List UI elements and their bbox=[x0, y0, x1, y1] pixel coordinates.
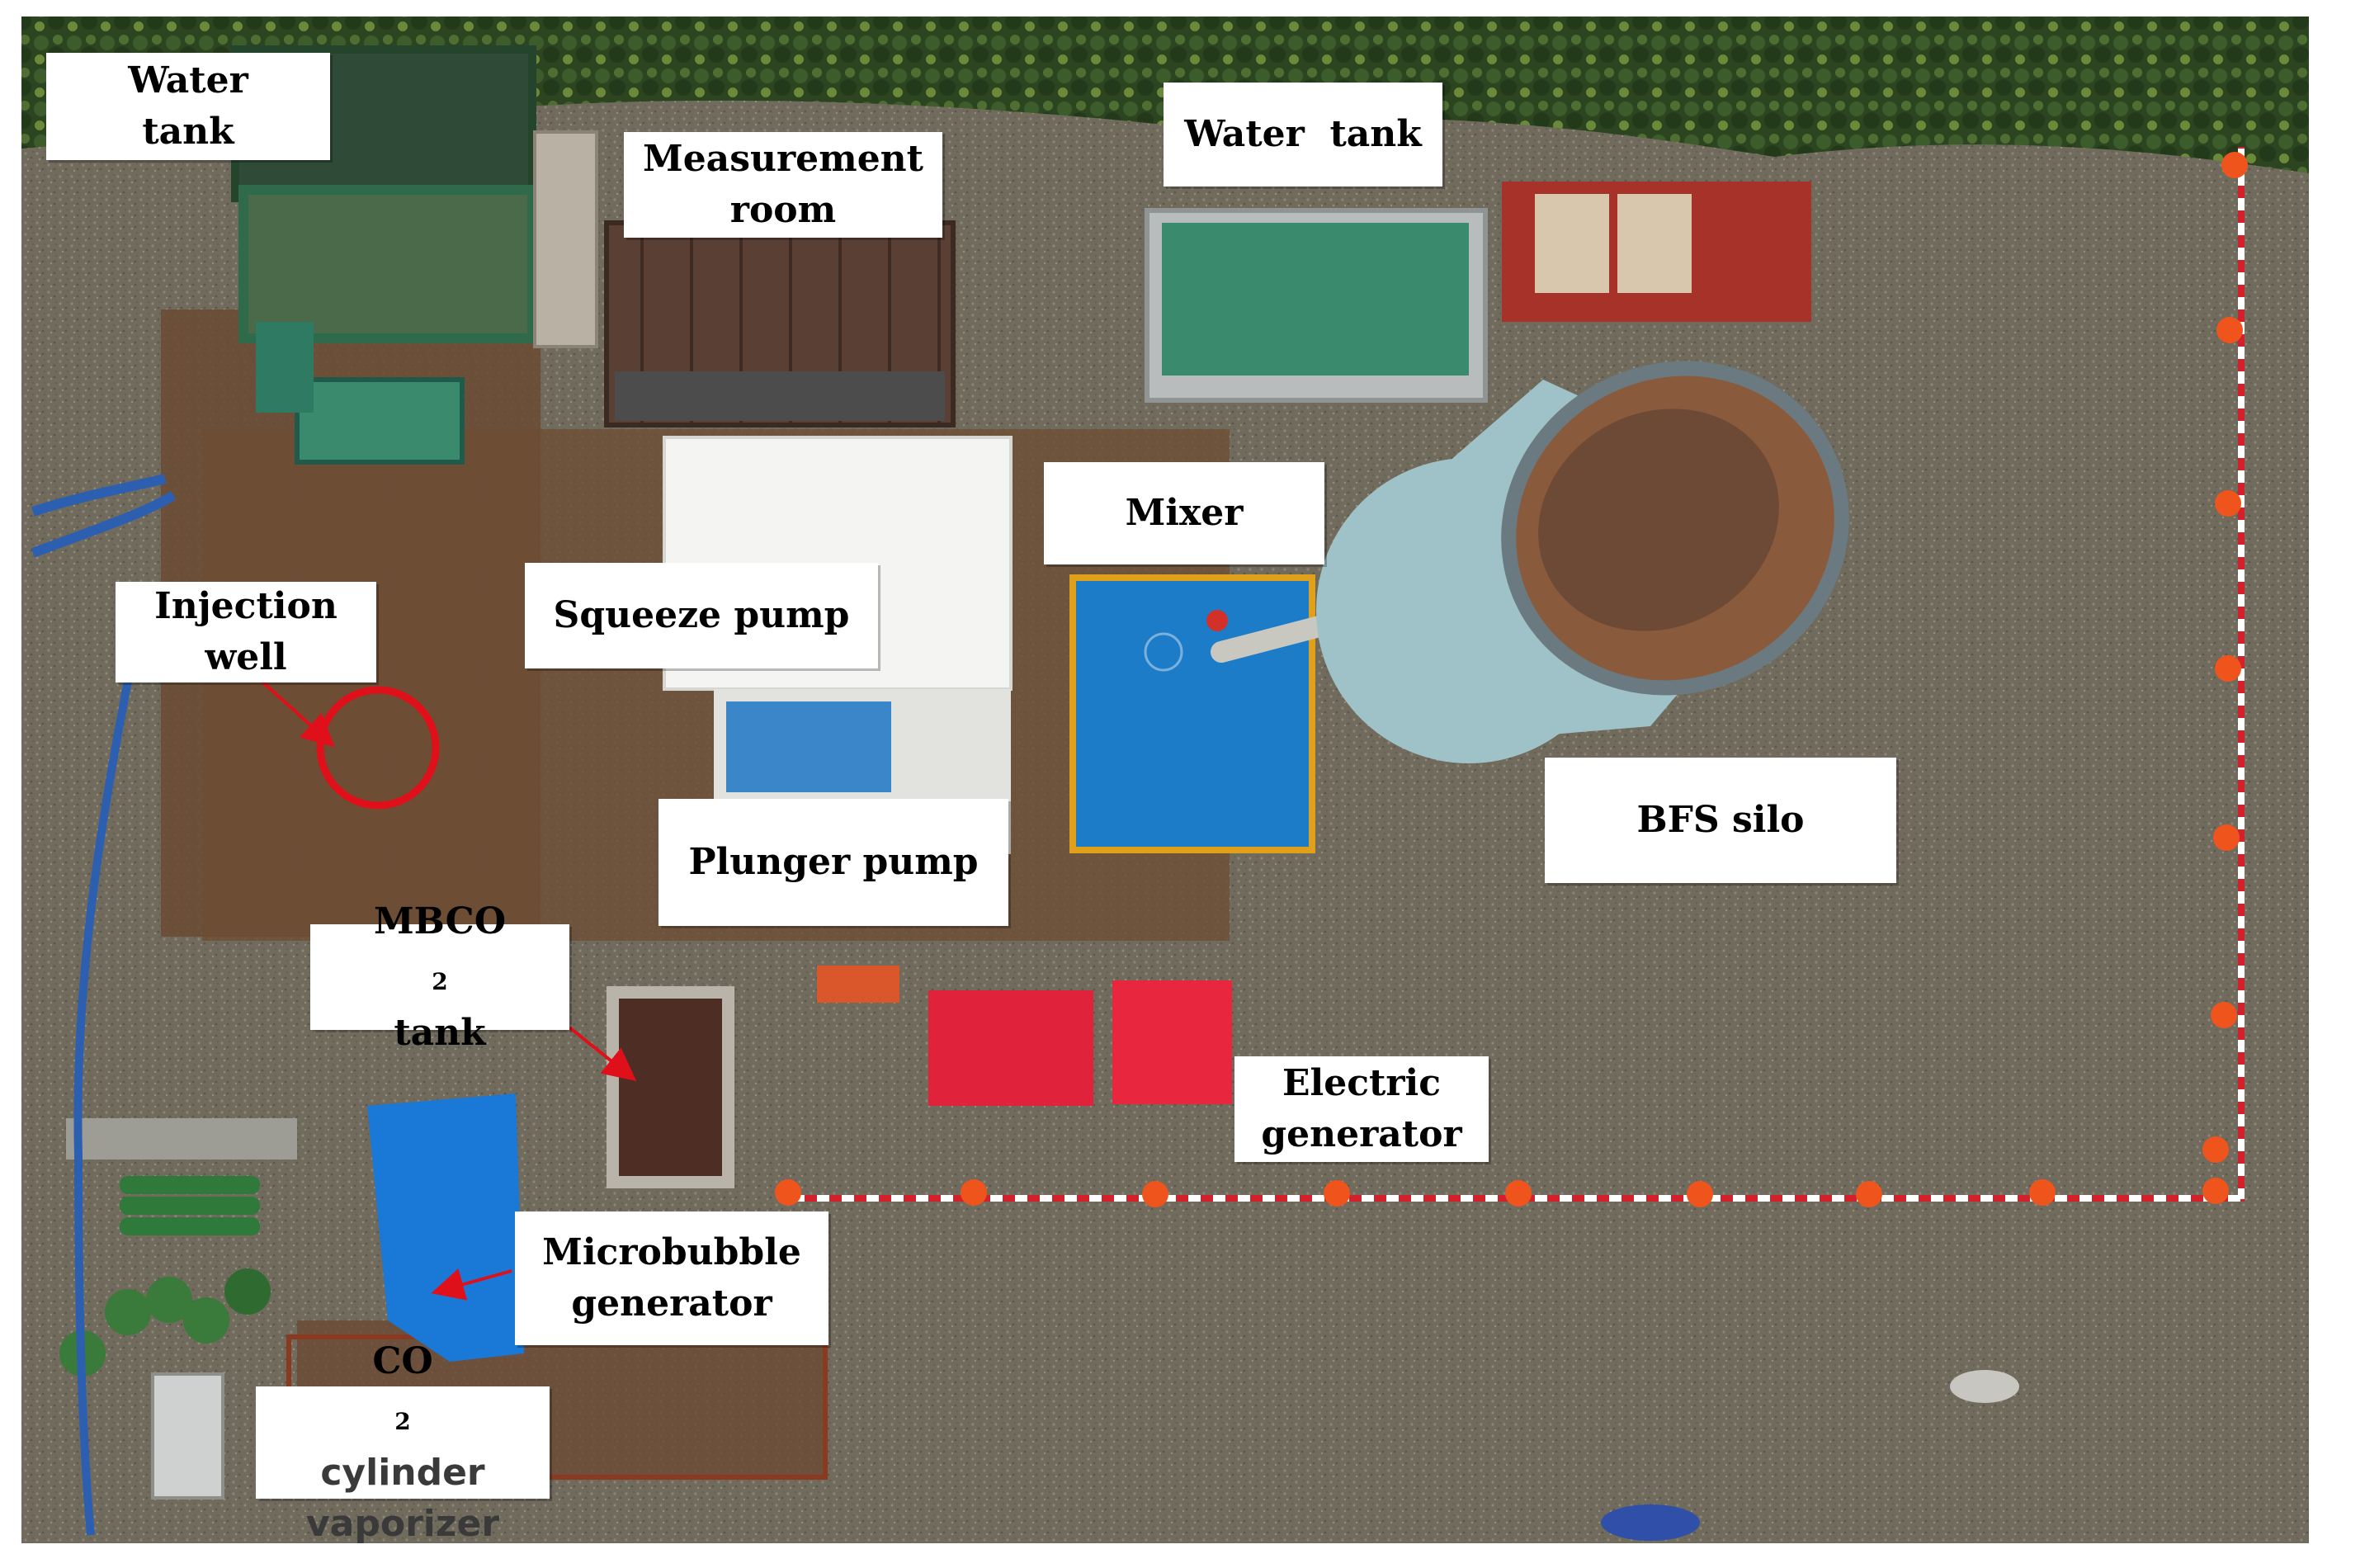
water-tank-top-water bbox=[1162, 223, 1469, 375]
plunger-pump-blue-panel bbox=[726, 701, 891, 792]
mbco2-tank-pointer bbox=[568, 1026, 637, 1081]
label-measurement-room: Measurement room bbox=[624, 132, 942, 238]
person-figure bbox=[1950, 1370, 2019, 1403]
ladder bbox=[533, 130, 598, 348]
safety-fence-right bbox=[2238, 147, 2245, 1199]
co2-cylinders bbox=[59, 1176, 271, 1377]
pump-unit bbox=[295, 377, 465, 465]
mixer-body bbox=[1069, 574, 1315, 853]
label-water-tank-top: Water tank bbox=[1164, 83, 1442, 187]
label-electric-generator: Electric generator bbox=[1234, 1056, 1489, 1162]
water-tank-left-lower bbox=[238, 185, 537, 343]
bfs-silo bbox=[1316, 361, 1849, 763]
label-water-tank-left: Water tank bbox=[46, 53, 330, 160]
label-mixer: Mixer bbox=[1044, 462, 1324, 564]
microbubble-generator-tarp bbox=[367, 1093, 524, 1362]
label-injection-well: Injection well bbox=[116, 582, 376, 682]
microbubble-generator-pointer bbox=[431, 1268, 512, 1301]
electric-generator-right bbox=[1112, 980, 1232, 1104]
cylinder-rack bbox=[66, 1118, 297, 1159]
vaporizer-unit bbox=[151, 1372, 224, 1500]
label-bfs-silo: BFS silo bbox=[1545, 758, 1896, 883]
traffic-cones bbox=[775, 152, 2248, 1207]
electric-generator-left bbox=[928, 990, 1093, 1106]
injection-well-highlight-circle bbox=[316, 686, 440, 810]
label-microbubble-generator: Microbubble generator bbox=[515, 1211, 828, 1345]
label-plunger-pump: Plunger pump bbox=[659, 799, 1008, 926]
label-squeeze-pump: Squeeze pump bbox=[525, 563, 878, 668]
mbco2-tank-inner bbox=[619, 999, 722, 1176]
